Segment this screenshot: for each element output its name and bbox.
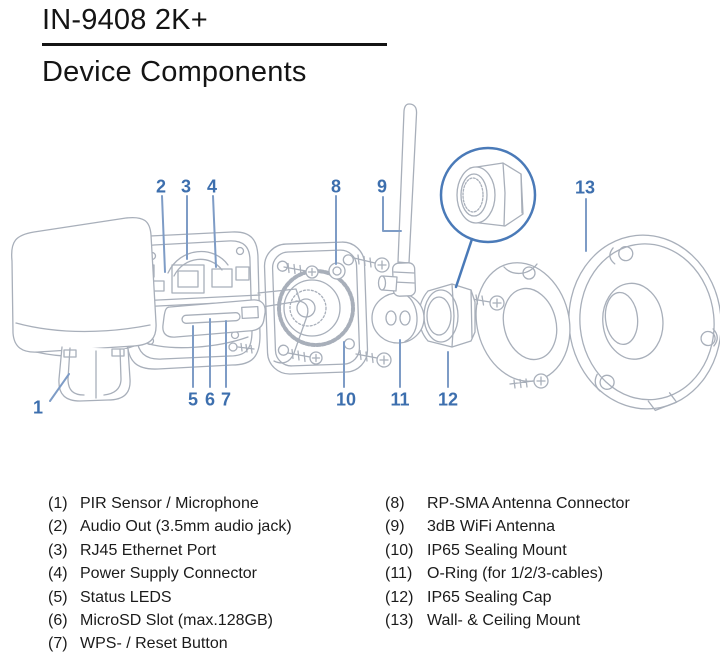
legend-label: Wall- & Ceiling Mount [427,612,581,630]
callout-12: 12 [437,389,459,410]
legend-label: Audio Out (3.5mm audio jack) [80,518,292,536]
legend-num: (12) [385,588,414,606]
legend-num: (7) [48,635,68,653]
legend-num: (6) [48,612,68,630]
legend-item-4: (4) Power Supply Connector [48,562,378,585]
legend-column-left: (1) PIR Sensor / Microphone (2) Audio Out … [48,492,378,656]
callout-10: 10 [335,389,357,410]
legend-item-7: (7) WPS- / Reset Button [48,632,378,655]
legend-item-8: (8) RP-SMA Antenna Connector [385,492,715,515]
legend-column-right: (8) RP-SMA Antenna Connector (9) 3dB WiFi … [385,492,715,632]
legend-label: Status LEDS [80,588,172,606]
exploded-view-diagram: 1 2 3 4 5 6 7 8 9 10 11 12 13 [0,95,720,470]
callout-13: 13 [574,177,596,198]
legend-num: (5) [48,588,68,606]
o-ring [371,292,425,344]
callout-5: 5 [187,389,199,410]
legend-num: (1) [48,495,68,512]
callout-8: 8 [330,176,342,197]
detail-bubble-leader [454,237,474,289]
page-subtitle: Device Components [42,56,307,88]
wifi-antenna [377,103,418,297]
wall-mount-base-plate [568,234,720,412]
legend-label: RJ45 Ethernet Port [80,541,217,559]
legend-item-1: (1) PIR Sensor / Microphone [48,492,378,515]
callout-2: 2 [155,176,167,197]
legend-label: PIR Sensor / Microphone [80,495,259,512]
legend-label: IP65 Sealing Mount [427,541,567,559]
legend-item-9: (9) 3dB WiFi Antenna [385,515,715,538]
callout-9: 9 [376,176,388,197]
legend-label: O-Ring (for 1/2/3-cables) [427,565,604,583]
legend-label: WPS- / Reset Button [80,635,228,653]
callout-leader-lines [49,195,587,402]
camera-housing [10,216,157,357]
legend-num: (2) [48,518,68,536]
legend-item-5: (5) Status LEDS [48,586,378,609]
legend-num: (13) [385,612,414,630]
legend-label: MicroSD Slot (max.128GB) [80,612,273,630]
wall-mount-inner-ring [465,262,571,389]
legend-label: Power Supply Connector [80,565,257,583]
legend-num: (8) [385,495,405,512]
legend-num: (10) [385,541,414,559]
title-underline [42,43,387,46]
callout-4: 4 [206,176,218,197]
legend-item-6: (6) MicroSD Slot (max.128GB) [48,609,378,632]
legend-item-12: (12) IP65 Sealing Cap [385,586,715,609]
legend-label: RP-SMA Antenna Connector [427,495,630,512]
legend-item-11: (11) O-Ring (for 1/2/3-cables) [385,562,715,585]
exploded-view-illustration [10,103,720,412]
callout-3: 3 [180,176,192,197]
page-title: IN-9408 2K+ [42,4,208,36]
mounting-bracket [58,346,131,402]
detail-bubble [439,146,537,289]
legend-item-2: (2) Audio Out (3.5mm audio jack) [48,515,378,538]
legend-item-10: (10) IP65 Sealing Mount [385,539,715,562]
callout-6: 6 [204,389,216,410]
legend-num: (3) [48,541,68,559]
callout-11: 11 [390,389,410,410]
legend-item-13: (13) Wall- & Ceiling Mount [385,609,715,632]
callout-1: 1 [32,397,44,418]
legend-num: (9) [385,518,405,536]
legend-item-3: (3) RJ45 Ethernet Port [48,539,378,562]
sealing-cap [418,283,476,348]
callout-7: 7 [220,389,232,410]
legend-label: 3dB WiFi Antenna [427,518,556,536]
legend-label: IP65 Sealing Cap [427,588,552,606]
sealing-mount-plate [263,241,392,375]
legend-num: (4) [48,565,68,583]
legend-num: (11) [385,565,413,583]
